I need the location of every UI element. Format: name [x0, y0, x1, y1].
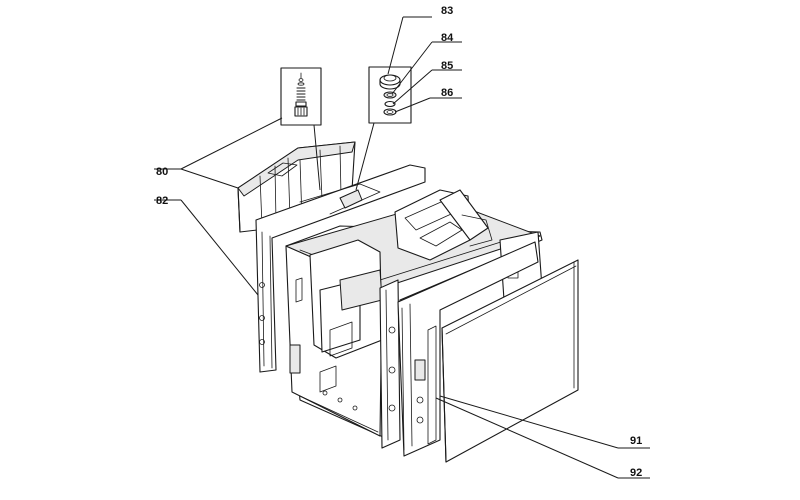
- callout-86: 86: [441, 87, 453, 99]
- detail-box-right: [368, 66, 412, 124]
- detail-box-left: [280, 67, 322, 126]
- callout-82: 82: [156, 195, 168, 207]
- side-panel-part-82: [255, 164, 426, 373]
- spring-valve-parts: [294, 72, 308, 117]
- inner-front-panel-part-91: [397, 241, 539, 457]
- callout-84: 84: [441, 32, 454, 44]
- callout-85: 85: [441, 60, 453, 72]
- callout-80: 80: [156, 166, 168, 178]
- front-cover-panel-part-92: [441, 259, 579, 463]
- cap-seal-parts: [379, 74, 401, 116]
- callout-91: 91: [630, 435, 642, 447]
- callout-labels: 80 82 83 84 85 86 91 92: [156, 5, 642, 479]
- main-frame-body: [285, 189, 543, 449]
- callout-83: 83: [441, 5, 453, 17]
- leader-lines: [154, 16, 650, 479]
- callout-92: 92: [630, 467, 642, 479]
